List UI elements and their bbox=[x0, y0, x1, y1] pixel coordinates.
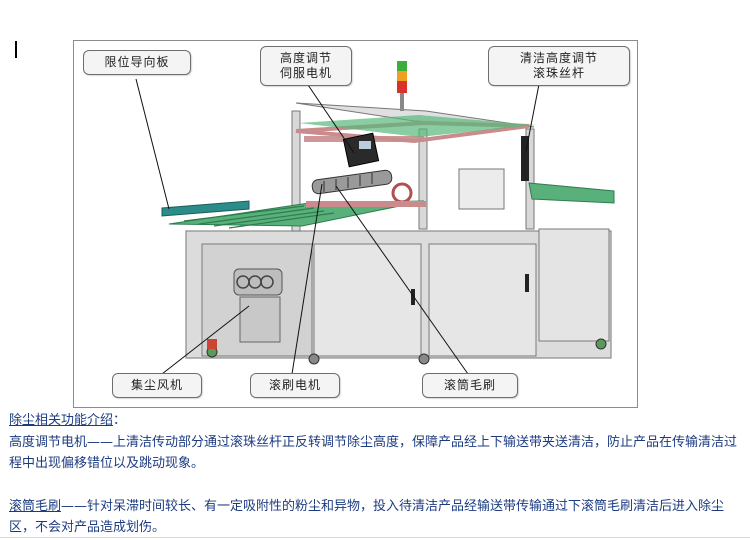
paragraph-height-motor: 高度调节电机——上清洁传动部分通过滚珠丝杆正反转调节除尘高度，保障产品经上下输送… bbox=[9, 432, 745, 474]
machine-drawing bbox=[135, 61, 615, 375]
para2-term: 滚筒毛刷 bbox=[9, 499, 62, 514]
callout-limit-guide-plate: 限位导向板 bbox=[83, 50, 191, 75]
callout-height-servo-motor: 高度调节 伺服电机 bbox=[260, 46, 352, 86]
text-cursor bbox=[15, 41, 17, 58]
para2-body: ——针对呆滞时间较长、有一定吸附性的粉尘和异物，投入待清洁产品经输送带传输通过下… bbox=[9, 499, 725, 535]
paragraph-roller-brush: 滚筒毛刷——针对呆滞时间较长、有一定吸附性的粉尘和异物，投入待清洁产品经输送带传… bbox=[9, 496, 745, 538]
divider bbox=[0, 537, 750, 538]
door-handle-1 bbox=[411, 289, 415, 305]
callout-brush-motor: 滚刷电机 bbox=[250, 373, 340, 398]
door-handle-2 bbox=[525, 274, 529, 292]
callout-clean-height-ball-screw: 清洁高度调节 滚珠丝杆 bbox=[488, 46, 630, 86]
para1-term: 高度调节电机 bbox=[9, 435, 88, 450]
section-heading: 除尘相关功能介绍： bbox=[9, 413, 127, 428]
fan-duct bbox=[239, 296, 281, 343]
cabinet-door-3 bbox=[538, 228, 610, 342]
callout-roller-brush: 滚筒毛刷 bbox=[422, 373, 518, 398]
callout-dust-fan: 集尘风机 bbox=[112, 373, 202, 398]
machine-illustration: 限位导向板 高度调节 伺服电机 清洁高度调节 滚珠丝杆 集尘风机 滚刷电机 滚筒… bbox=[73, 40, 638, 408]
cabinet-door-1 bbox=[313, 243, 422, 357]
heading-text: 除尘相关功能介绍 bbox=[9, 413, 114, 428]
dust-fan-housing bbox=[233, 268, 283, 296]
cabinet-door-2 bbox=[428, 243, 537, 357]
para1-body: ——上清洁传动部分通过滚珠丝杆正反转调节除尘高度，保障产品经上下输送带夹送清洁，… bbox=[9, 435, 738, 471]
